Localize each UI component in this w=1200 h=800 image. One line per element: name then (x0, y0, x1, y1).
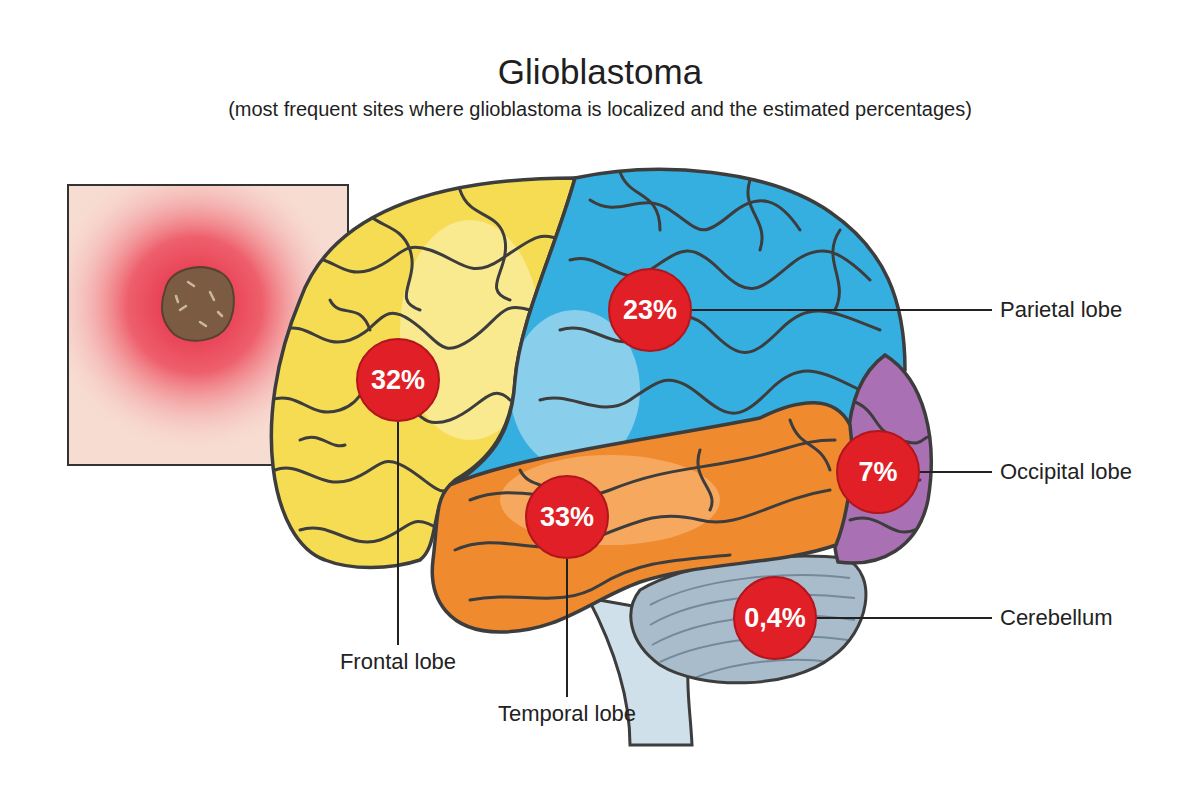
illustration-part (540, 172, 880, 413)
region-label: Frontal lobe (340, 650, 456, 674)
percentage-value: 33% (540, 504, 594, 531)
temporal-gyri (455, 420, 835, 600)
diagram-subtitle: (most frequent sites where glioblastoma … (0, 98, 1200, 121)
percentage-value: 0,4% (744, 605, 806, 632)
illustration-part (834, 355, 931, 563)
percentage-value: 23% (623, 297, 677, 324)
leader-line (566, 559, 568, 697)
cerebellum-folia (650, 575, 855, 680)
illustration-part (180, 306, 186, 310)
illustration-part (218, 312, 222, 316)
illustration-part (570, 251, 870, 289)
percentage-circle: 33% (525, 475, 609, 559)
percentage-circle: 7% (836, 430, 920, 514)
illustration-part (360, 200, 420, 310)
leader-lines (398, 310, 992, 697)
illustration-part (460, 190, 510, 300)
occipital-lobe-shape (834, 355, 935, 563)
illustration-part (455, 420, 835, 600)
illustration-part (850, 518, 915, 532)
tumor-texture (176, 282, 222, 326)
illustration-part (470, 440, 835, 500)
diagram-title: Glioblastoma (0, 52, 1200, 92)
percentage-circle: 23% (608, 268, 692, 352)
illustration-part (834, 355, 931, 563)
percentage-value: 7% (858, 459, 897, 486)
percentage-circle: 0,4% (733, 576, 817, 660)
leader-line (692, 309, 992, 311)
illustration-part (210, 292, 214, 300)
illustration-part (698, 450, 712, 510)
illustration-part (790, 420, 830, 470)
illustration-part (590, 200, 800, 230)
region-label: Occipital lobe (1000, 460, 1132, 484)
illustration-part (188, 282, 194, 286)
leader-line (920, 471, 992, 473)
occipital-gyri (845, 400, 935, 532)
region-label: Parietal lobe (1000, 298, 1122, 322)
percentage-value: 32% (371, 367, 425, 394)
illustration-part (470, 555, 730, 600)
illustration-part (833, 230, 840, 310)
leader-line (817, 617, 992, 619)
illustration-part (200, 322, 206, 326)
percentage-circle: 32% (356, 338, 440, 422)
leader-line (397, 422, 399, 645)
region-label: Temporal lobe (498, 702, 636, 726)
illustration-part (300, 521, 440, 542)
illustration-part (330, 300, 370, 330)
illustration-part (300, 437, 345, 446)
region-label: Cerebellum (1000, 606, 1113, 630)
illustration-part (275, 461, 460, 490)
illustration-part (455, 490, 830, 550)
tumor-mass (162, 267, 234, 340)
illustration-part (620, 172, 660, 230)
illustration-part (176, 296, 178, 302)
illustration-part (748, 180, 762, 250)
